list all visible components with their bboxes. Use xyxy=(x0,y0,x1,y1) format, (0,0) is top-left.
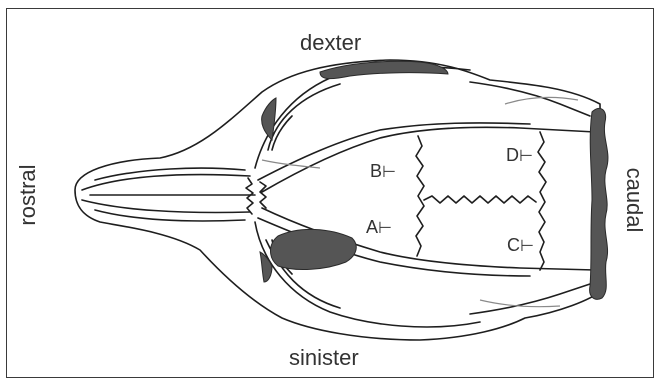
occipital-dark-crest xyxy=(590,108,608,299)
suture-letter-b: B xyxy=(370,161,382,181)
suture-label-b: B⊢ xyxy=(370,162,396,180)
suture-letter-c: C xyxy=(507,235,520,255)
lower-inner-detail xyxy=(470,284,590,314)
gray-detail-upper xyxy=(505,97,578,104)
sagittal-suture xyxy=(424,196,536,203)
dexter-label: dexter xyxy=(300,32,361,54)
suture-tick-c: ⊢ xyxy=(520,236,534,255)
nasofrontal-suture xyxy=(246,178,253,214)
nasofrontal-suture-2 xyxy=(260,182,266,208)
suture-letter-a: A xyxy=(366,217,378,237)
suture-label-c: C⊢ xyxy=(507,236,534,254)
suture-tick-a: ⊢ xyxy=(378,218,392,237)
orbit-dark-lower-tail xyxy=(260,252,272,282)
nasal-line-lower xyxy=(82,200,250,213)
suture-label-d: D⊢ xyxy=(506,146,533,164)
suture-letter-d: D xyxy=(506,145,519,165)
zygomatic-upper xyxy=(255,67,470,168)
sinister-label: sinister xyxy=(289,347,359,369)
gray-detail-lower xyxy=(480,300,560,307)
caudal-label: caudal xyxy=(623,168,645,233)
coronal-suture xyxy=(416,136,424,256)
lambdoid-suture xyxy=(538,132,546,270)
suture-tick-d: ⊢ xyxy=(519,146,533,165)
suture-tick-b: ⊢ xyxy=(382,162,396,181)
suture-label-a: A⊢ xyxy=(366,218,392,236)
rostral-label: rostral xyxy=(17,164,39,225)
orbit-dark-lower xyxy=(271,229,357,269)
